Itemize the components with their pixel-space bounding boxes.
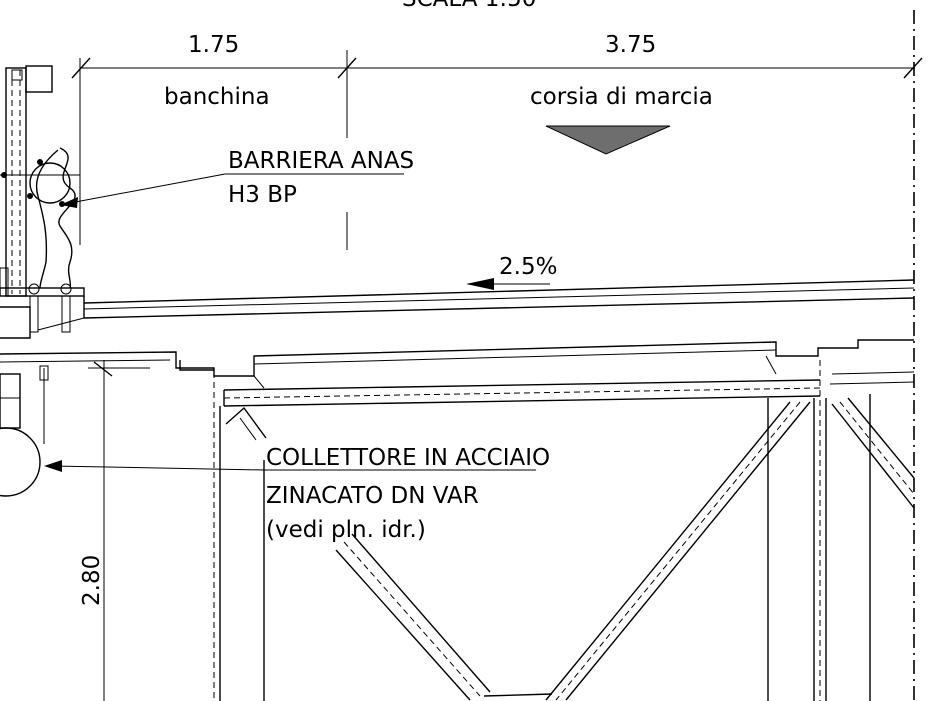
zone-label-shoulder: banchina <box>164 84 270 110</box>
collector-label-line3: (vedi pln. idr.) <box>266 517 426 543</box>
deck-slab <box>0 279 915 339</box>
drawing-scale-title: SCALA 1:50 <box>402 0 536 12</box>
dimension-shoulder-width: 1.75 <box>188 32 239 58</box>
collector-callout-leader <box>44 460 536 472</box>
guard-rail-barrier <box>0 65 85 333</box>
girder-webs <box>213 360 871 701</box>
dimension-lane-width: 3.75 <box>605 32 656 58</box>
collector-label-line2: ZINACATO DN VAR <box>266 483 479 509</box>
dimension-line <box>71 50 923 250</box>
height-dimension-line <box>88 360 150 701</box>
drain-collector <box>0 365 49 497</box>
barrier-label-line2: H3 BP <box>228 182 297 208</box>
diagonal-bracing <box>335 397 915 701</box>
barrier-label-line1: BARRIERA ANAS <box>228 148 414 174</box>
dimension-height: 2.80 <box>79 555 105 606</box>
slope-arrow-icon <box>466 278 550 290</box>
steel-crossbeam <box>223 379 821 441</box>
level-marker-icon <box>545 125 671 155</box>
slope-value: 2.5% <box>499 254 557 280</box>
collector-label-line1: COLLETTORE IN ACCIAIO <box>266 445 550 471</box>
lower-deck <box>0 339 915 389</box>
zone-label-lane: corsia di marcia <box>530 84 713 110</box>
